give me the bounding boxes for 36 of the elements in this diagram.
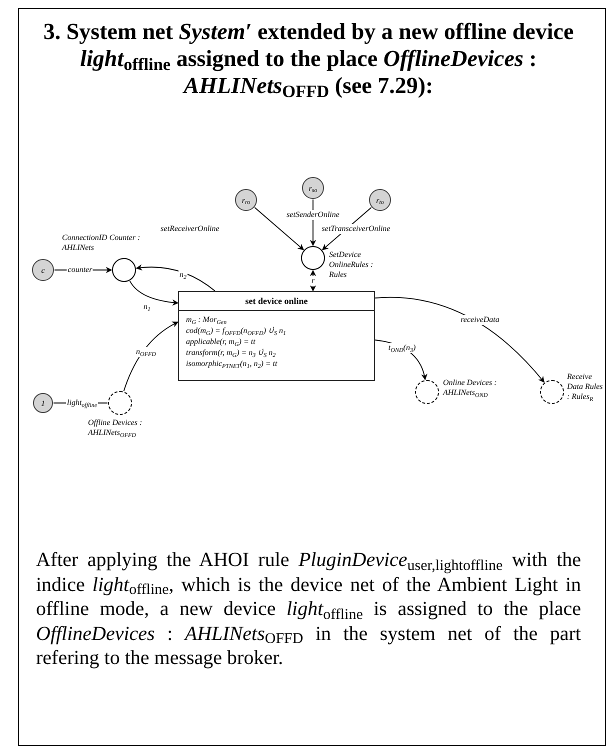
edge-label: setSenderOnline bbox=[286, 210, 340, 220]
place-label: Offline Devices : AHLINets$_{OFFD}$ bbox=[88, 418, 144, 438]
edge-label: setReceiverOnline bbox=[160, 224, 220, 234]
arrow bbox=[123, 322, 179, 392]
transition-title: set device online bbox=[179, 292, 374, 311]
arrow bbox=[374, 296, 545, 383]
edge-label: setTransceiverOnline bbox=[320, 224, 392, 234]
token-label: 1 bbox=[41, 398, 45, 408]
token-label: r$_{ro}$ bbox=[242, 196, 250, 204]
edge-label: light$_{offline}$ bbox=[66, 398, 98, 408]
arrow bbox=[129, 280, 179, 306]
caption-paragraph: After applying the AHOI rule PluginDevice$_{user,light}$$_{offline}$ with the indice light$_{offline}$, which is the device net of the Ambient Light in offline mode, a new device light$_{offline}$ is assigned to the place OfflineDevices : AHLINets$_{OFFD}$ in the system net of the part refering to the message broker. bbox=[36, 548, 581, 670]
edge-label: r bbox=[310, 276, 316, 286]
place-label: SetDevice OnlineRules : Rules bbox=[329, 250, 374, 280]
transition-box bbox=[178, 291, 375, 381]
guard-formula: m$_{G}$ : Mor$_{Gen}$ bbox=[186, 314, 228, 325]
guard-formula: cod(m$_{G}$) = f$_{OFFD}$(n$_{OFFD}$) ∪̇$_{S}$ n$_{1}$ bbox=[186, 325, 287, 336]
edge-label: t$_{OND}$(n$_{3}$) bbox=[387, 343, 417, 353]
place-label: ConnectionID Counter : AHLINets bbox=[62, 233, 142, 253]
arrow bbox=[310, 270, 316, 292]
token-label: c bbox=[41, 266, 45, 274]
arrow bbox=[254, 207, 304, 250]
token-label: r$_{so}$ bbox=[308, 184, 318, 192]
guard-formula: transform(r, m$_{G}$) = n$_{3}$ ∪̇$_{S}$ n$_{2}$ bbox=[186, 347, 277, 358]
arrow bbox=[136, 264, 216, 292]
guard-formula: applicable(r, m$_{G}$) = tt bbox=[186, 336, 256, 347]
place-label: Online Devices : AHLINets$_{OND}$ bbox=[443, 378, 498, 398]
edge-label: counter bbox=[66, 265, 94, 275]
guard-formula: isomorphic$_{PTNET}$(n$_{1}$, n$_{2}$) = tt bbox=[186, 358, 278, 369]
edge-label: receiveData bbox=[460, 315, 500, 325]
token-label: r$_{to}$ bbox=[376, 196, 384, 204]
title: 3. System net System′ extended by a new offline device light$_{offline}$ assigned to the place OfflineDevices : AHLINets$_{OFFD}$ (see 7.29): bbox=[42, 18, 575, 99]
edge-label: n$_{OFFD}$ bbox=[135, 347, 157, 357]
place-label: Receive Data Rules : Rules$_{R}$ bbox=[567, 372, 603, 402]
edge-label: n$_{1}$ bbox=[142, 302, 152, 312]
edge-label: n$_{2}$ bbox=[178, 270, 188, 280]
